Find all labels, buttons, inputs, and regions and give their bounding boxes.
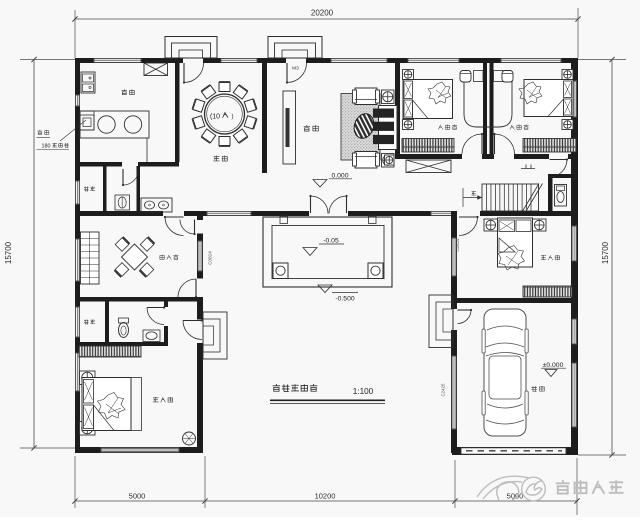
svg-text:10200: 10200 bbox=[315, 492, 336, 501]
svg-text:5000: 5000 bbox=[507, 492, 524, 501]
svg-text:20200: 20200 bbox=[311, 9, 334, 18]
svg-text:15700: 15700 bbox=[4, 241, 13, 264]
svg-text:1:100: 1:100 bbox=[353, 387, 374, 396]
svg-text:(10: (10 bbox=[210, 114, 220, 121]
svg-text:C0824: C0824 bbox=[455, 238, 460, 251]
svg-text:C0824: C0824 bbox=[208, 251, 213, 265]
svg-text:M3: M3 bbox=[292, 66, 299, 72]
svg-text:180: 180 bbox=[42, 144, 51, 150]
svg-text:-0.500: -0.500 bbox=[335, 296, 354, 303]
svg-text:0.000: 0.000 bbox=[331, 173, 348, 180]
svg-text:-0.05: -0.05 bbox=[323, 238, 339, 245]
svg-text:±0.000: ±0.000 bbox=[543, 362, 564, 369]
svg-text:C2425: C2425 bbox=[441, 383, 446, 396]
svg-text:5000: 5000 bbox=[129, 492, 146, 501]
svg-text:): ) bbox=[231, 113, 233, 120]
svg-text:15700: 15700 bbox=[601, 241, 610, 264]
